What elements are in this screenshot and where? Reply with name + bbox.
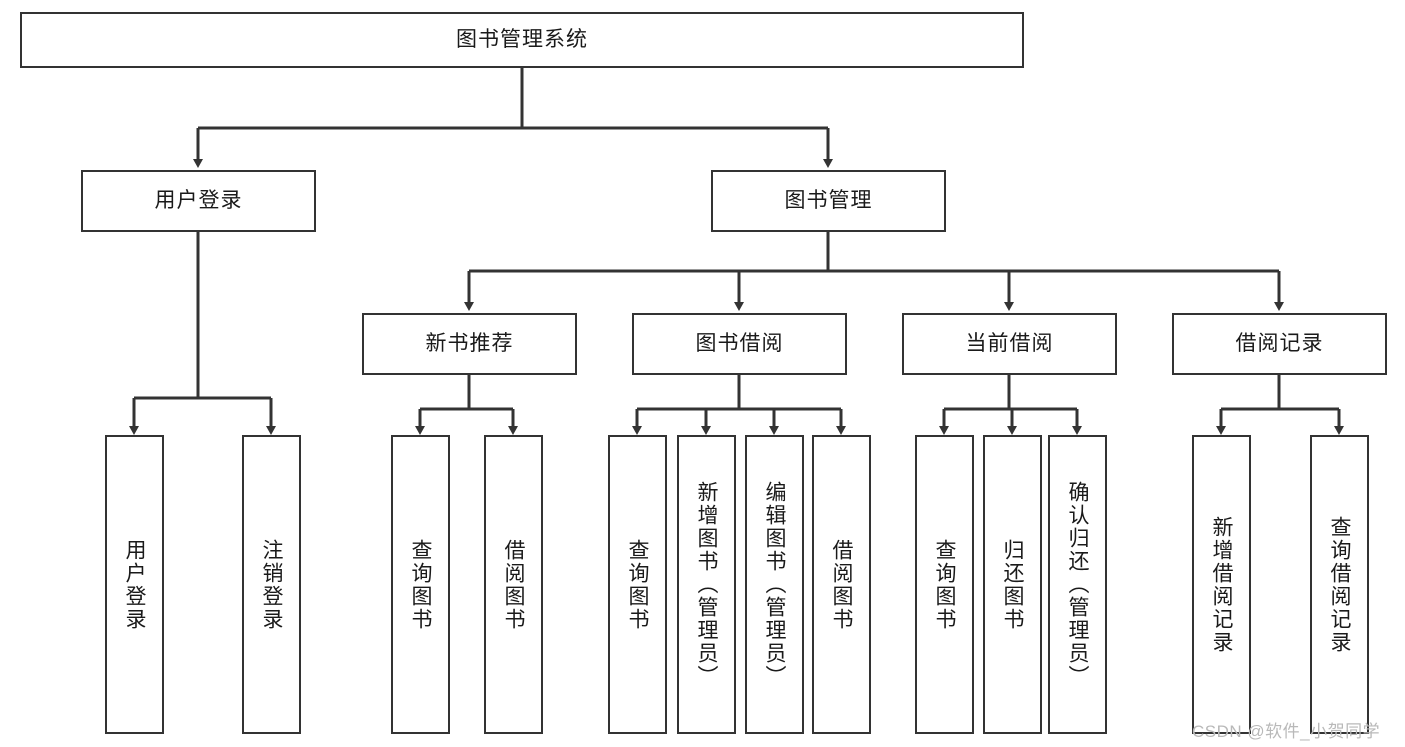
node-leaf-query-record[interactable]: 查询借阅记录: [1310, 435, 1369, 734]
node-leaf-confirm-return-label: 确认归还（管理员）: [1066, 481, 1089, 688]
node-book-borrow[interactable]: 图书借阅: [632, 313, 847, 375]
node-new-book-recommend-label: 新书推荐: [425, 332, 514, 356]
node-leaf-edit-book-label: 编辑图书（管理员）: [763, 481, 786, 688]
node-current-borrow[interactable]: 当前借阅: [902, 313, 1117, 375]
node-borrow-record-label: 借阅记录: [1235, 332, 1324, 356]
node-leaf-query-record-label: 查询借阅记录: [1328, 515, 1351, 654]
node-leaf-query-book-3-label: 查询图书: [933, 538, 956, 631]
node-leaf-return-book-label: 归还图书: [1001, 538, 1024, 631]
node-user-login[interactable]: 用户登录: [81, 170, 316, 232]
node-leaf-logout-login-label: 注销登录: [260, 538, 283, 631]
node-leaf-borrow-book-2-label: 借阅图书: [830, 538, 853, 631]
node-new-book-recommend[interactable]: 新书推荐: [362, 313, 577, 375]
node-book-borrow-label: 图书借阅: [695, 332, 784, 356]
node-leaf-logout-login[interactable]: 注销登录: [242, 435, 301, 734]
node-leaf-edit-book[interactable]: 编辑图书（管理员）: [745, 435, 804, 734]
node-user-login-label: 用户登录: [154, 189, 243, 213]
node-leaf-add-book[interactable]: 新增图书（管理员）: [677, 435, 736, 734]
node-leaf-user-login-label: 用户登录: [123, 538, 146, 631]
node-leaf-add-record-label: 新增借阅记录: [1210, 515, 1233, 654]
node-borrow-record[interactable]: 借阅记录: [1172, 313, 1387, 375]
node-book-manage-label: 图书管理: [784, 189, 873, 213]
node-leaf-borrow-book-2[interactable]: 借阅图书: [812, 435, 871, 734]
node-leaf-confirm-return[interactable]: 确认归还（管理员）: [1048, 435, 1107, 734]
node-leaf-borrow-book-1[interactable]: 借阅图书: [484, 435, 543, 734]
node-leaf-query-book-3[interactable]: 查询图书: [915, 435, 974, 734]
node-root[interactable]: 图书管理系统: [20, 12, 1024, 68]
node-leaf-add-record[interactable]: 新增借阅记录: [1192, 435, 1251, 734]
node-book-manage[interactable]: 图书管理: [711, 170, 946, 232]
node-leaf-query-book-2-label: 查询图书: [626, 538, 649, 631]
node-current-borrow-label: 当前借阅: [965, 332, 1054, 356]
node-leaf-query-book-2[interactable]: 查询图书: [608, 435, 667, 734]
node-root-label: 图书管理系统: [456, 28, 588, 52]
csdn-watermark: CSDN @软件_小贺同学: [1192, 722, 1381, 741]
node-leaf-user-login[interactable]: 用户登录: [105, 435, 164, 734]
node-leaf-return-book[interactable]: 归还图书: [983, 435, 1042, 734]
node-leaf-query-book-1-label: 查询图书: [409, 538, 432, 631]
node-leaf-query-book-1[interactable]: 查询图书: [391, 435, 450, 734]
node-leaf-borrow-book-1-label: 借阅图书: [502, 538, 525, 631]
node-leaf-add-book-label: 新增图书（管理员）: [695, 481, 718, 688]
